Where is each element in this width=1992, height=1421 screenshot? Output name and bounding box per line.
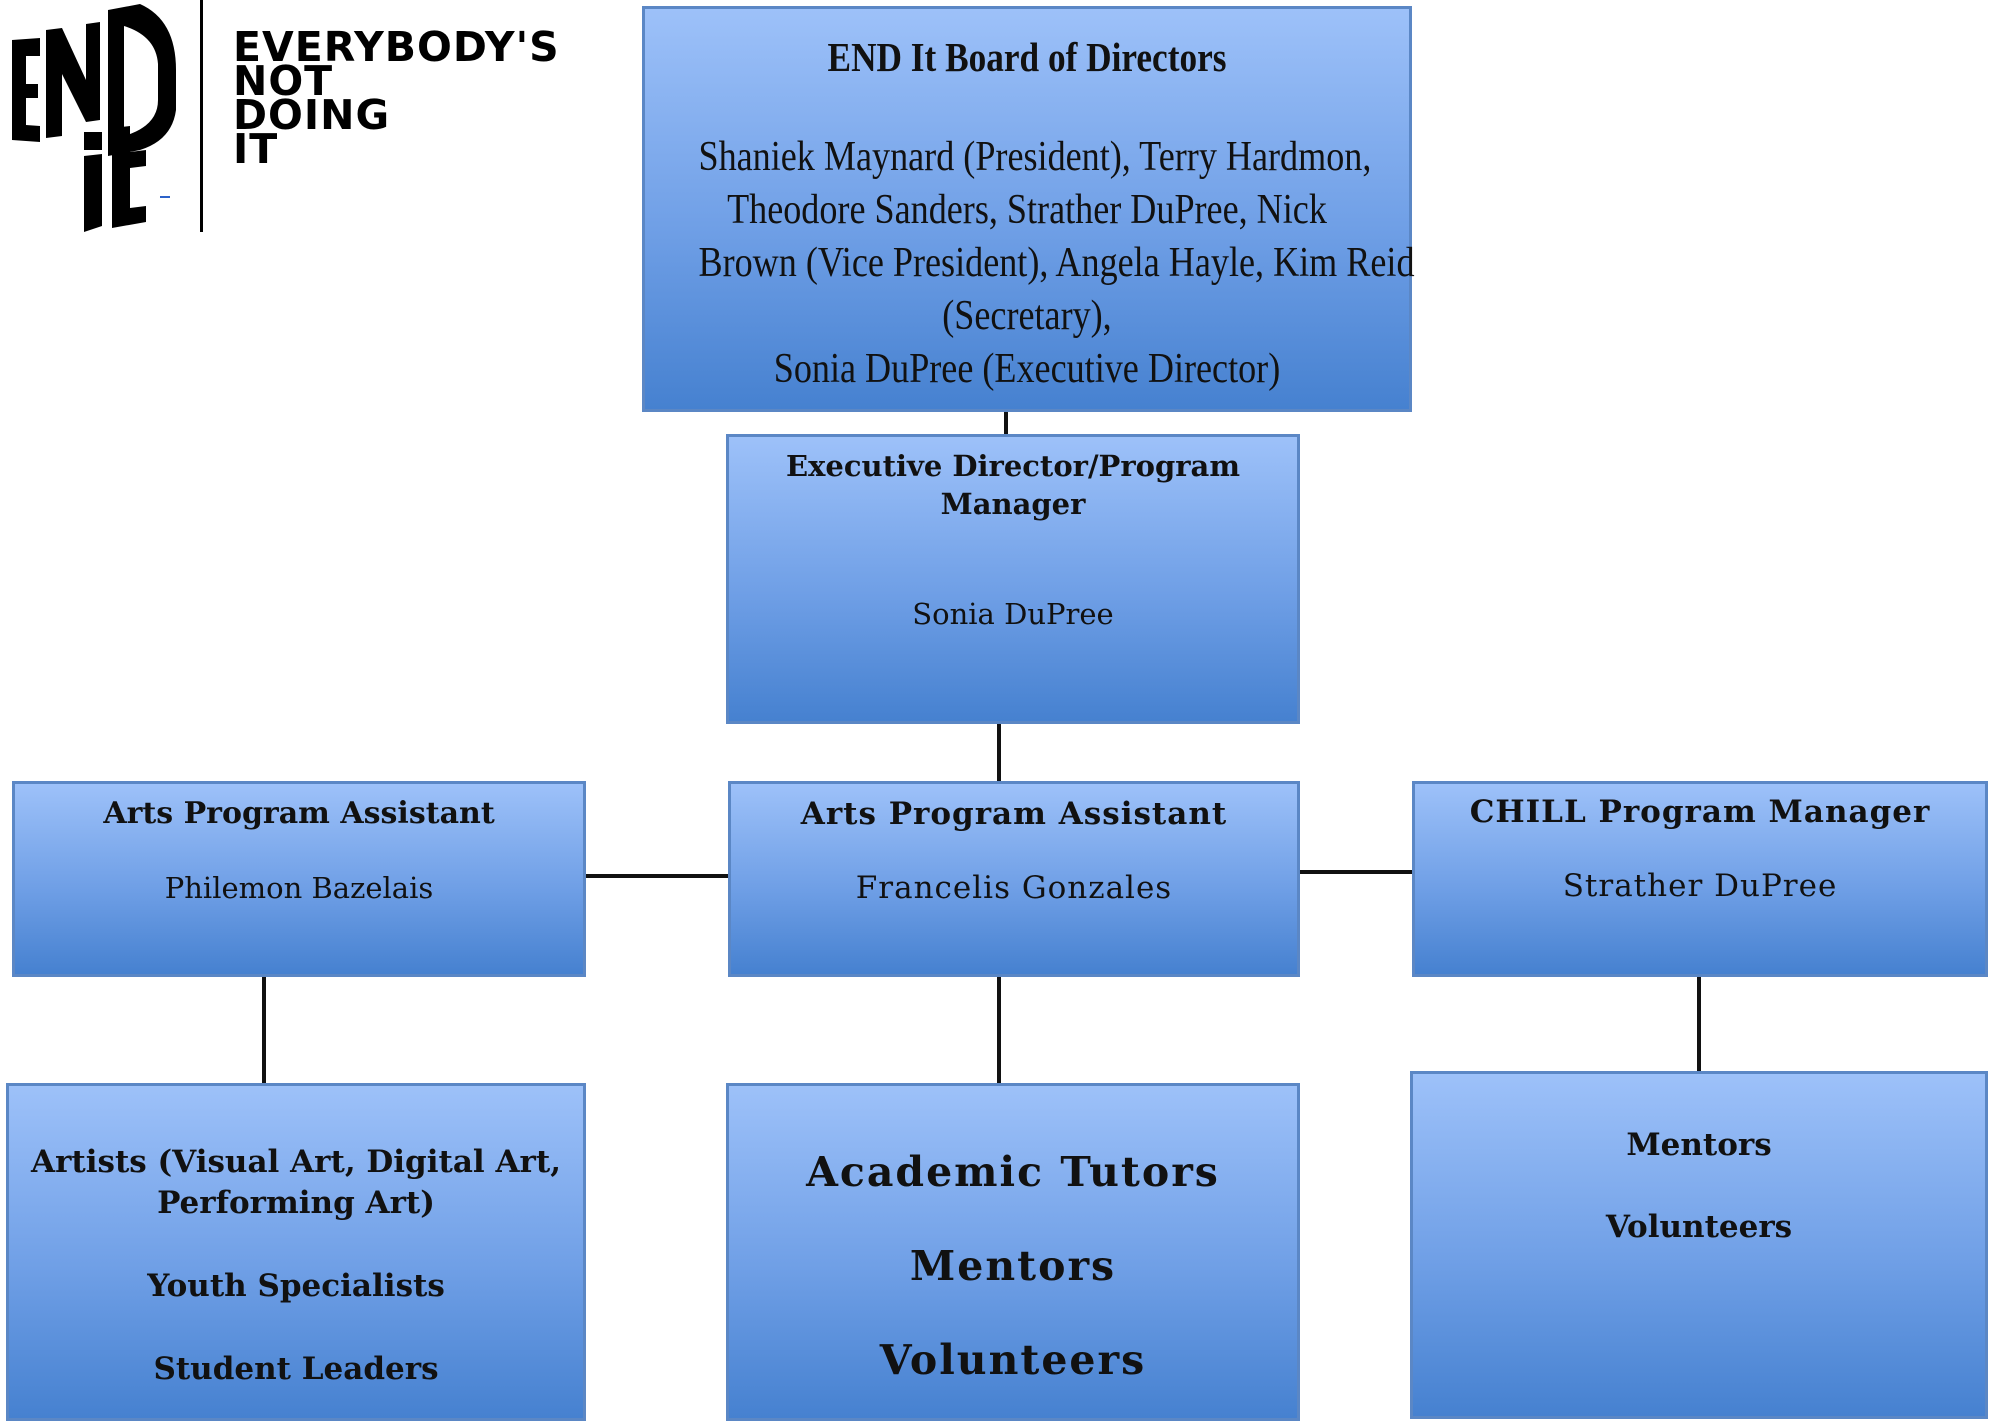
- board-members-line-2: Theodore Sanders, Strather DuPree, Nick: [727, 187, 1327, 233]
- tagline-line-3: DOING: [233, 91, 391, 139]
- board-members-line-5: Sonia DuPree (Executive Director): [773, 346, 1281, 392]
- left-team-line-1: Artists (Visual Art, Digital Art,: [31, 1144, 561, 1180]
- chill-manager-name: Strather DuPree: [1562, 868, 1838, 904]
- connector-right-team: [1697, 976, 1701, 1072]
- center-assistant-title: Arts Program Assistant: [800, 796, 1228, 832]
- logo-tagline: EVERYBODY'S NOT DOING IT: [233, 23, 560, 173]
- left-team-line-4: Student Leaders: [153, 1351, 439, 1387]
- tagline-line-1: EVERYBODY'S: [233, 23, 560, 71]
- right-team-box: Mentors Volunteers: [1410, 1071, 1988, 1419]
- left-team-line-2: Performing Art): [157, 1185, 435, 1221]
- left-assistant-title: Arts Program Assistant: [103, 796, 495, 831]
- center-assistant-name: Francelis Gonzales: [855, 870, 1173, 906]
- left-assistant-name: Philemon Bazelais: [164, 871, 434, 905]
- tagline-line-4: IT: [233, 125, 279, 173]
- center-team-line-2: Mentors: [909, 1242, 1117, 1290]
- logo-divider: [200, 0, 203, 232]
- end-it-logo: EVERYBODY'S NOT DOING IT: [0, 0, 560, 240]
- connector-left-team: [262, 976, 266, 1084]
- connector-board-exec: [1004, 410, 1008, 436]
- left-team-box: Artists (Visual Art, Digital Art, Perfor…: [6, 1083, 586, 1421]
- end-it-wordmark: [12, 4, 176, 232]
- board-members-line-1: Shaniek Maynard (President), Terry Hardm…: [698, 134, 1372, 180]
- connector-center-chill: [1298, 870, 1414, 874]
- board-of-directors-box: END It Board of Directors Shaniek Maynar…: [642, 6, 1415, 412]
- right-team-line-2: Volunteers: [1605, 1209, 1793, 1245]
- center-assistant-box: Arts Program Assistant Francelis Gonzale…: [728, 781, 1300, 977]
- executive-director-box: Executive Director/Program Manager Sonia…: [726, 434, 1300, 724]
- right-team-line-1: Mentors: [1626, 1127, 1772, 1163]
- connector-center-team: [997, 976, 1001, 1084]
- left-assistant-box: Arts Program Assistant Philemon Bazelais: [12, 781, 586, 977]
- center-team-line-3: Volunteers: [879, 1336, 1147, 1384]
- tagline-line-2: NOT: [233, 57, 334, 105]
- executive-name: Sonia DuPree: [912, 597, 1114, 631]
- chill-manager-title: CHILL Program Manager: [1469, 794, 1931, 830]
- connector-exec-center: [997, 723, 1001, 781]
- board-members-line-4: (Secretary),: [942, 293, 1112, 339]
- chill-manager-box: CHILL Program Manager Strather DuPree: [1412, 781, 1988, 977]
- executive-title-line-2: Manager: [940, 487, 1086, 521]
- board-title: END It Board of Directors: [827, 34, 1227, 80]
- left-team-line-3: Youth Specialists: [147, 1268, 445, 1304]
- center-team-line-1: Academic Tutors: [806, 1148, 1220, 1196]
- connector-left-center: [584, 874, 730, 878]
- board-members-line-3: Brown (Vice President), Angela Hayle, Ki…: [698, 240, 1415, 286]
- center-team-box: Academic Tutors Mentors Volunteers: [726, 1083, 1300, 1421]
- executive-title-line-1: Executive Director/Program: [785, 449, 1241, 483]
